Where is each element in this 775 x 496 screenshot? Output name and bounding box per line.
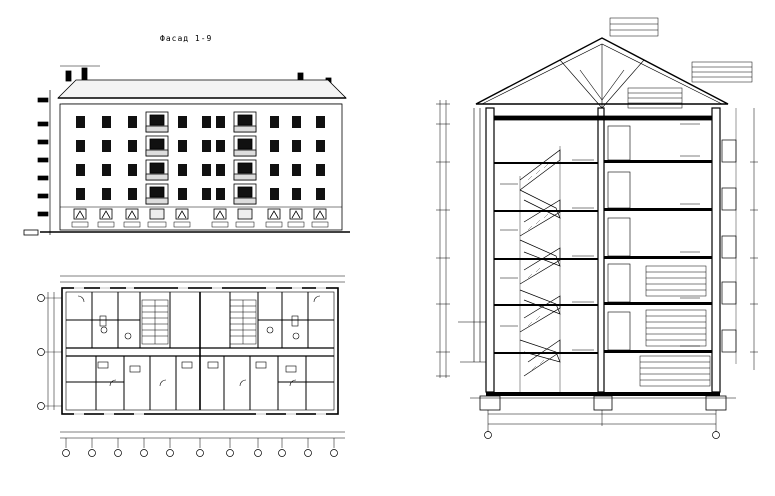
- building-section: [436, 17, 758, 439]
- floor-plan: [37, 275, 345, 457]
- facade-elevation: [23, 65, 350, 236]
- facade-title: Фасад 1-9: [160, 34, 213, 43]
